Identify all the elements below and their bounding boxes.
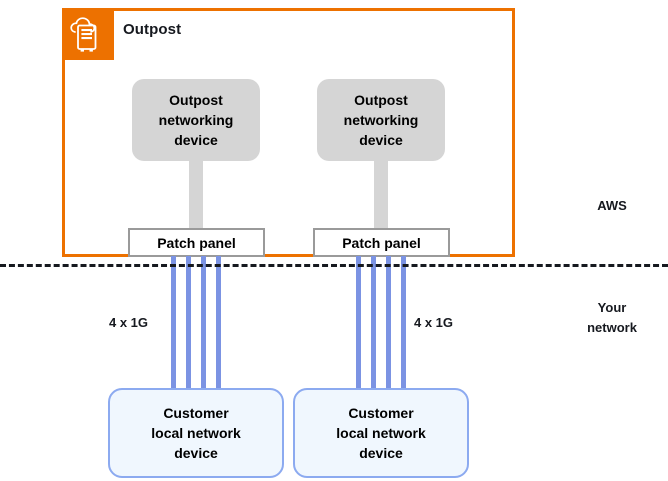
patch-panel-1-label: Patch panel — [157, 234, 236, 251]
network-cable-2-2 — [371, 256, 376, 391]
network-cable-2-1 — [356, 256, 361, 391]
outpost-container — [62, 8, 515, 257]
network-cable-1-3 — [201, 256, 206, 391]
network-cable-2-4 — [401, 256, 406, 391]
link-speed-label-2: 4 x 1G — [414, 315, 454, 330]
network-cable-1-1 — [171, 256, 176, 391]
zone-label-aws: AWS — [597, 198, 627, 213]
device-to-panel-connector-1 — [189, 155, 203, 231]
link-speed-label-1: 4 x 1G — [109, 315, 149, 330]
patch-panel-2-label: Patch panel — [342, 234, 421, 251]
outpost-header-badge — [62, 8, 114, 60]
network-cable-1-2 — [186, 256, 191, 391]
patch-panel-1: Patch panel — [128, 228, 265, 257]
outpost-rack-icon — [70, 17, 97, 52]
network-boundary-divider — [0, 264, 668, 267]
network-cable-1-4 — [216, 256, 221, 391]
outpost-title: Outpost — [123, 21, 182, 38]
patch-panel-2: Patch panel — [313, 228, 450, 257]
device-to-panel-connector-2 — [374, 155, 388, 231]
network-cable-2-3 — [386, 256, 391, 391]
